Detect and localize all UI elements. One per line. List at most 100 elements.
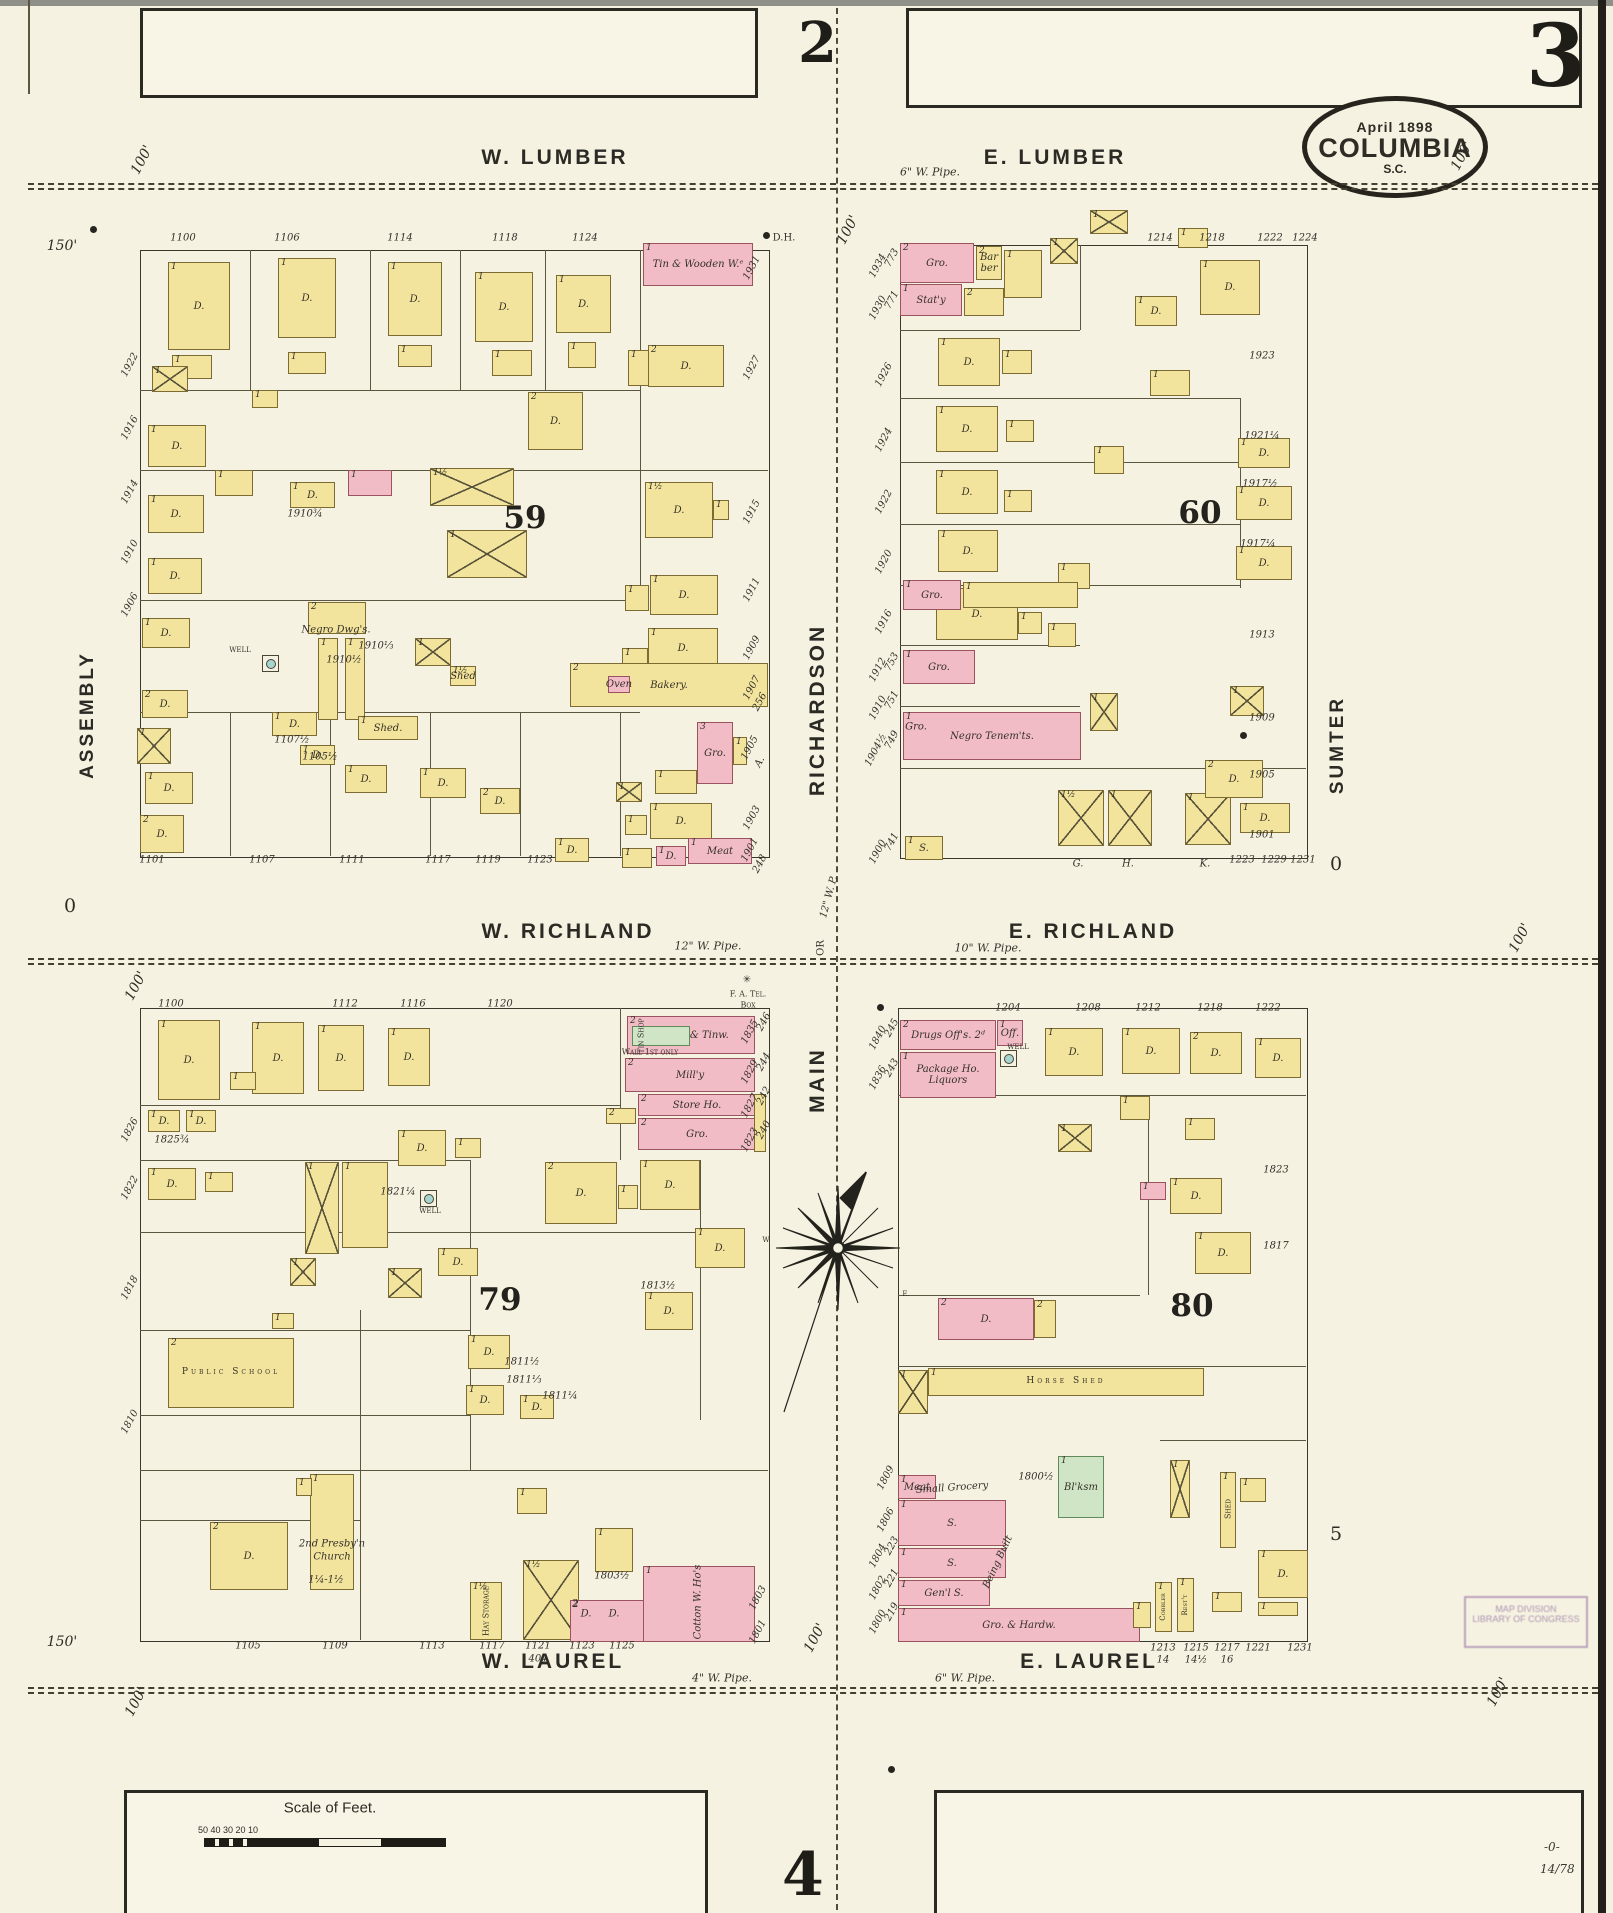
building-story-count: 1 xyxy=(308,1162,314,1172)
map-annotation: 0 xyxy=(63,895,77,917)
building-label: D. xyxy=(1190,1190,1202,1202)
lot-line xyxy=(470,1160,472,1470)
lot-number: 1105 xyxy=(235,1640,261,1652)
building-label: Public School xyxy=(181,1367,281,1378)
lot-number: 1906 xyxy=(119,591,141,619)
building: 1½ xyxy=(1058,790,1104,846)
building-label: D. xyxy=(962,545,974,557)
building-label: D. xyxy=(335,1052,347,1064)
building: D.1 xyxy=(186,1110,216,1132)
building: 1 xyxy=(1002,350,1032,374)
building-story-count: 2 xyxy=(143,815,149,825)
building-story-count: 1 xyxy=(901,1500,907,1510)
lot-number: 1901 xyxy=(1249,829,1275,841)
building-story-count: 2 xyxy=(548,1162,554,1172)
library-stamp: MAP DIVISION LIBRARY OF CONGRESS xyxy=(1464,1596,1588,1648)
lot-number: 1803 xyxy=(747,1584,769,1612)
building-label: D. xyxy=(195,1115,207,1127)
building-story-count: 1½ xyxy=(526,1560,541,1570)
building: Bakery.2 xyxy=(570,663,768,707)
building-label: D. xyxy=(160,627,172,639)
lot-line xyxy=(140,1105,620,1107)
map-annotation: D. xyxy=(580,1608,592,1620)
building: D.1 xyxy=(645,1292,693,1330)
lot-number: 1823 xyxy=(1263,1164,1289,1176)
building-story-count: 1 xyxy=(559,275,565,285)
lot-number: 1222 xyxy=(1255,1002,1281,1014)
lot-number: 1214 xyxy=(1147,232,1173,244)
lot-number: 773 xyxy=(882,246,902,270)
lot-number: 1801 xyxy=(747,1618,769,1646)
building-story-count: 1 xyxy=(155,366,161,376)
building-story-count: 1 xyxy=(1048,1028,1054,1038)
lot-number: 1113 xyxy=(419,1640,445,1652)
building-label: Meat xyxy=(903,1481,931,1493)
building-story-count: 1 xyxy=(1243,1478,1249,1488)
building-story-count: 1 xyxy=(658,770,664,780)
building-story-count: 1 xyxy=(175,355,181,365)
lot-number: 1204 xyxy=(995,1002,1021,1014)
building-story-count: 1 xyxy=(293,1258,299,1268)
adjacent-sheet-number-bottom: 4 xyxy=(782,1840,824,1910)
lot-number: 1100 xyxy=(170,232,196,244)
lot-number: 753 xyxy=(882,650,902,674)
corner-note-line2: 14/78 xyxy=(1540,1862,1575,1876)
building-story-count: 1 xyxy=(1239,546,1245,556)
block-outline xyxy=(900,245,1308,859)
page-edge-top xyxy=(0,0,1613,6)
building-label: D. xyxy=(961,486,973,498)
building: D.2 xyxy=(140,815,184,853)
building-story-count: 1 xyxy=(903,1052,909,1062)
map-annotation: WELL xyxy=(419,1207,441,1215)
map-annotation: Box xyxy=(740,1000,756,1010)
lot-number: 1106 xyxy=(274,232,300,244)
lot-line xyxy=(250,250,252,390)
building: 1 xyxy=(288,352,326,374)
lot-number: 245 xyxy=(882,1016,902,1040)
lot-line xyxy=(520,712,522,856)
building: D.1 xyxy=(1195,1232,1251,1274)
street-label-w-lumber: W. LUMBER xyxy=(481,146,629,169)
building: D.1 xyxy=(468,1335,510,1369)
building-story-count: 1 xyxy=(471,1335,477,1345)
well-icon xyxy=(1000,1050,1017,1067)
scale-bar xyxy=(204,1838,446,1847)
lot-number: 1818 xyxy=(119,1274,141,1302)
lot-number: 1123 xyxy=(527,854,553,866)
lot-number: 1913 xyxy=(1249,629,1275,641)
building: 1 xyxy=(1258,1602,1298,1616)
building-story-count: 1 xyxy=(558,838,564,848)
building-story-count: 1 xyxy=(281,258,287,268)
building: 1 xyxy=(1178,228,1208,248)
street-label-w-laurel: W. LAUREL xyxy=(481,1650,625,1673)
building: Gro.1 xyxy=(903,650,975,684)
lot-number: 1836 xyxy=(867,1064,889,1092)
building-label: D. xyxy=(664,1179,676,1191)
lot-number: 1930 xyxy=(867,294,889,322)
building-label: D. xyxy=(416,1142,428,1154)
building: D.1 xyxy=(475,272,533,342)
pipe-label-laurel-e: 6" W. Pipe. xyxy=(935,1671,995,1685)
lot-line xyxy=(140,1232,700,1234)
building-label: Bl'ksm xyxy=(1064,1481,1098,1493)
building: 1 xyxy=(1048,623,1076,647)
building: 1 xyxy=(517,1488,547,1514)
lot-line xyxy=(230,712,232,856)
building-label: D. xyxy=(1259,812,1271,824)
building: 1 xyxy=(1050,238,1078,264)
building: 1 xyxy=(622,648,648,674)
building-story-count: 1 xyxy=(901,1475,907,1485)
lot-number: 1231 xyxy=(1290,854,1316,866)
building-story-count: 1 xyxy=(1239,486,1245,496)
building: D.1 xyxy=(640,1160,700,1210)
map-annotation: 5 xyxy=(1329,1523,1343,1545)
building-story-count: 1 xyxy=(401,1130,407,1140)
building-story-count: 1 xyxy=(646,1566,652,1576)
lot-number: 1901 xyxy=(739,836,761,864)
building-story-count: 1 xyxy=(1000,1020,1006,1030)
building-story-count: 1 xyxy=(450,530,456,540)
building-story-count: 1 xyxy=(1125,1028,1131,1038)
building-story-count: 1 xyxy=(391,1268,397,1278)
